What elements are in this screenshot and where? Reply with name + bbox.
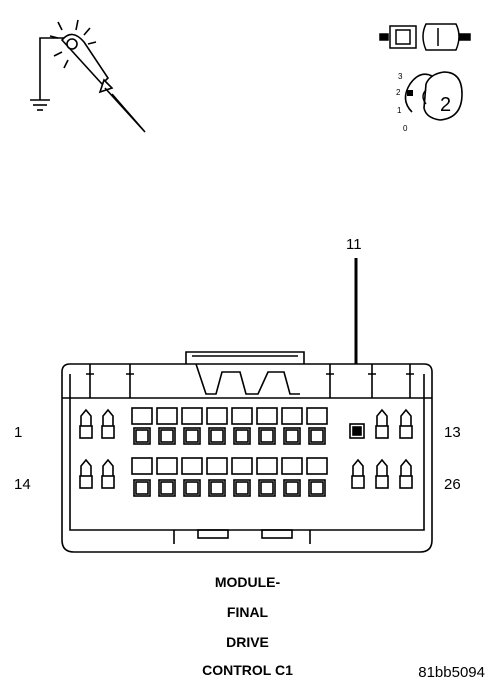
caption-line-1: MODULE-	[214, 574, 281, 590]
pin-label-1: 1	[14, 424, 23, 441]
pin-label-14: 14	[14, 476, 31, 493]
caption-line-4: CONTROL C1	[202, 662, 293, 678]
pin-row-1-left	[79, 408, 115, 439]
pin-row-2-right	[351, 458, 413, 489]
pin-block-row-1	[131, 407, 328, 445]
test-light-probe-icon	[30, 19, 146, 133]
pin-label-13: 13	[444, 424, 461, 441]
ignition-position-0: 0	[403, 124, 408, 133]
ignition-key-position: 2	[440, 94, 452, 116]
connector-body	[61, 351, 433, 553]
figure-code: 81bb5094	[418, 664, 485, 681]
ignition-position-1: 1	[397, 106, 402, 115]
pin-row-2-left	[79, 458, 115, 489]
pin-label-26: 26	[444, 476, 461, 493]
pin-row-1-right	[349, 408, 413, 439]
connector-disconnect-icon	[379, 23, 471, 51]
pin-block-row-2	[131, 457, 328, 497]
ignition-position-2: 2	[396, 88, 401, 97]
caption-line-3: DRIVE	[226, 634, 269, 650]
caption-line-2: FINAL	[226, 604, 269, 620]
ignition-switch-icon	[404, 71, 463, 121]
ignition-position-3: 3	[398, 72, 403, 81]
pin-label-11: 11	[346, 236, 362, 253]
